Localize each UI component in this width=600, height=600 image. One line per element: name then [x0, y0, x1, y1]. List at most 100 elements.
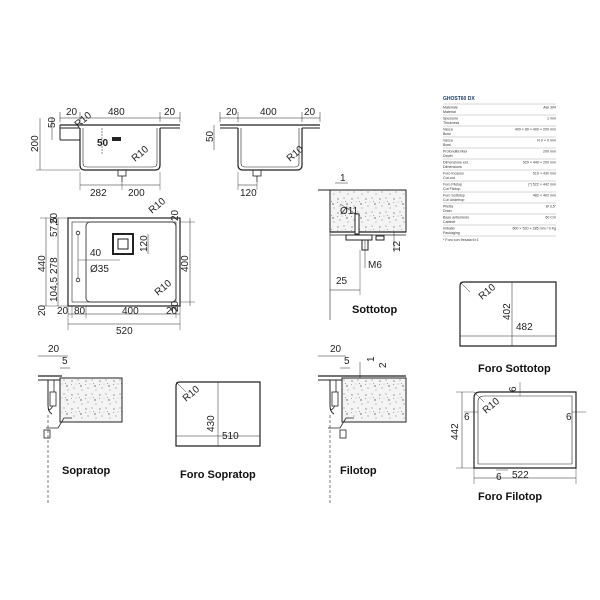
dim-label: R10 — [481, 396, 502, 417]
dim-label: 20 — [37, 304, 48, 316]
spec-row-value: Ø 3,5" — [546, 205, 557, 209]
dim-label: 440 — [37, 255, 48, 272]
spec-row-sublabel: Cabinet — [443, 220, 455, 224]
dim-label: 6 — [566, 412, 572, 423]
spec-row-sublabel: Cut Filotop — [443, 187, 460, 191]
dim-label: 480 — [108, 107, 125, 118]
spec-row-value: 510 × 430 mm — [533, 172, 556, 176]
side-section-view — [213, 112, 321, 190]
dim-label: 2 — [378, 362, 389, 368]
dim-label: 6 — [496, 472, 502, 483]
spec-row-sublabel: Bowl — [443, 132, 451, 136]
dim-label: 20 — [166, 306, 178, 317]
spec-row-sublabel: Thickness — [443, 121, 459, 125]
dim-label: M6 — [368, 260, 382, 271]
filotop-detail — [318, 355, 407, 505]
dim-label: 120 — [139, 235, 150, 252]
spec-row-value: 200 mm — [543, 150, 556, 154]
spec-row-sublabel: Material — [443, 110, 456, 114]
spec-row-label: Profondità Max — [443, 150, 467, 154]
spec-footnote: * Foro con fresata 6×1 — [443, 238, 479, 242]
dim-label: 282 — [90, 188, 107, 199]
label-sottotop: Sottotop — [352, 304, 397, 316]
dim-label: 400 — [260, 107, 277, 118]
spec-row-sublabel: Dimensions — [443, 165, 462, 169]
label-foro-sopratop: Foro Sopratop — [180, 469, 256, 481]
spec-row-label: Foro Sottotop — [443, 194, 465, 198]
spec-row-label: Spessore — [443, 117, 458, 121]
label-sopratop: Sopratop — [62, 465, 111, 477]
spec-row-value: 520 × 440 × 200 mm — [523, 161, 556, 165]
dim-label: 20 — [48, 344, 60, 355]
dim-label: 20 — [164, 107, 176, 118]
spec-row-label: Vasca — [443, 139, 453, 143]
dim-label: 120 — [240, 188, 257, 199]
spec-row-value: 60 Cm — [545, 216, 556, 220]
spec-row-sublabel: Drain — [443, 209, 452, 213]
dim-label: 50 — [205, 130, 216, 142]
dim-label: 522 — [512, 470, 529, 481]
dim-label: R10 — [147, 196, 168, 217]
dim-label: 20 — [66, 107, 78, 118]
spec-row-value: 482 × 402 mm — [533, 194, 556, 198]
foro-sopratop-rect — [175, 381, 261, 447]
spec-row-value: R 0 × 0 mm — [537, 139, 556, 143]
dim-label: 25 — [336, 276, 348, 287]
dim-label: 402 — [502, 303, 513, 320]
foro-sottotop-rect — [459, 281, 557, 347]
dim-label: R10 — [181, 384, 202, 405]
dim-label: Ø35 — [90, 264, 109, 275]
dim-label: 400 — [180, 255, 191, 272]
dim-label: 50 — [47, 116, 58, 128]
spec-row-value: 400 × 80 × 400 × 200 mm — [515, 128, 556, 132]
spec-row-value: (*) 522 × 442 mm — [528, 183, 556, 187]
dim-label: 430 — [206, 415, 217, 432]
dim-label: 20 — [226, 107, 238, 118]
spec-row-sublabel: Depth — [443, 154, 453, 158]
sottotop-detail — [318, 182, 407, 320]
dim-label: 50 — [97, 138, 109, 149]
spec-row-label: Vasca — [443, 128, 453, 132]
dim-label: 6 — [508, 386, 519, 392]
dim-label: R10 — [285, 144, 306, 165]
spec-row-label: Base antiscivolo — [443, 216, 469, 220]
dim-label: 482 — [516, 322, 533, 333]
dim-label: 200 — [128, 188, 145, 199]
spec-title: GHOST60 DX — [443, 96, 475, 102]
sopratop-detail — [38, 355, 123, 505]
spec-row-sublabel: Cut-out — [443, 176, 455, 180]
plan-view — [40, 217, 195, 330]
dim-label: 5 — [344, 356, 350, 367]
label-foro-sottotop: Foro Sottotop — [478, 363, 551, 375]
spec-row-label: Imballo — [443, 227, 455, 231]
dim-label: 20 — [304, 107, 316, 118]
spec-row-label: Materiale — [443, 106, 458, 110]
dim-label: 20 — [170, 209, 181, 221]
spec-row-sublabel: Bowl — [443, 143, 451, 147]
dim-label: 57,5 — [49, 217, 60, 237]
spec-row-label: Foro Incasso — [443, 172, 464, 176]
spec-row-value: 1 mm — [547, 117, 556, 121]
dim-label: Ø11 — [340, 206, 359, 217]
dim-label: 510 — [222, 431, 239, 442]
dim-label: R10 — [477, 282, 498, 303]
dim-label: 20 — [57, 306, 69, 317]
label-foro-filotop: Foro Filotop — [478, 491, 542, 503]
foro-filotop-rect — [456, 382, 586, 484]
dim-label: 20 — [330, 344, 342, 355]
dim-label: 442 — [450, 423, 461, 440]
dim-label: 520 — [116, 326, 133, 337]
spec-row-label: Piletta — [443, 205, 453, 209]
spec-row-label: Dimensione est. — [443, 161, 469, 165]
dim-label: 5 — [62, 356, 68, 367]
dim-label: 12 — [392, 240, 403, 252]
dim-label: 20 — [49, 212, 60, 224]
dim-label: R10 — [130, 144, 151, 165]
dim-label: 104,5 — [49, 277, 60, 302]
dim-label: 6 — [464, 412, 470, 423]
spec-row-sublabel: Cut Undertop — [443, 198, 464, 202]
dim-label: R10 — [153, 278, 174, 299]
